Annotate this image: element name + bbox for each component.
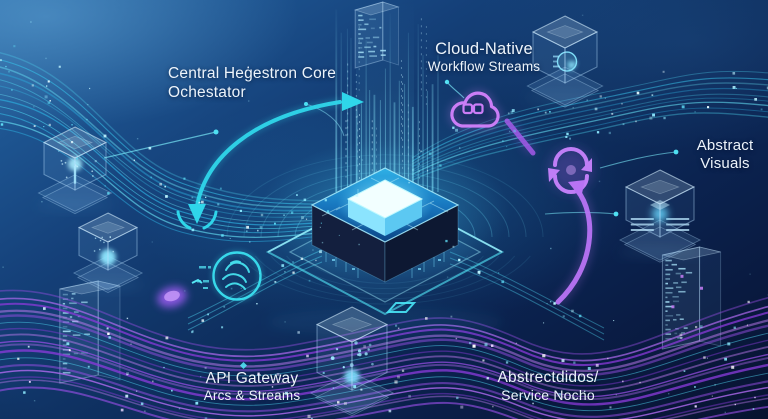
label-line: Service Nocho xyxy=(501,387,595,403)
glow-chip-icon xyxy=(157,278,208,308)
label-line: Workflow Streams xyxy=(427,59,541,74)
core-chip xyxy=(260,140,510,336)
glass-cube-tree xyxy=(36,126,114,215)
label-line: Visuals xyxy=(700,154,750,172)
label-line: Abstract xyxy=(696,137,754,154)
label-line: Cloud-Native xyxy=(435,40,533,58)
label-line: Central Heģestron Core xyxy=(168,65,337,82)
label-api-gateway: API Gateway Arcs & Streams xyxy=(178,370,326,403)
label-line: Arcs & Streams xyxy=(203,388,301,403)
label-line: API Gateway xyxy=(205,370,299,387)
cloud-icon xyxy=(447,89,503,131)
label-service: Abstrectdidos/ Service Nocho xyxy=(464,368,632,403)
label-central-core: Central Heģestron Core Ochestator xyxy=(168,64,336,102)
sync-arrows-icon xyxy=(548,147,596,306)
code-slab xyxy=(353,1,400,69)
label-line: Ochestator xyxy=(168,84,246,101)
code-tower xyxy=(661,246,722,350)
label-abstract-visuals: Abstract Visuals xyxy=(686,137,764,172)
fingerprint-icon xyxy=(197,249,264,303)
label-cloud-native: Cloud-Native Workflow Streams xyxy=(402,39,566,74)
glass-cube-racks xyxy=(617,169,703,263)
glass-cube-sphere xyxy=(72,212,144,294)
code-panel xyxy=(59,280,121,384)
label-line: Abstrectdidos/ xyxy=(497,369,599,386)
